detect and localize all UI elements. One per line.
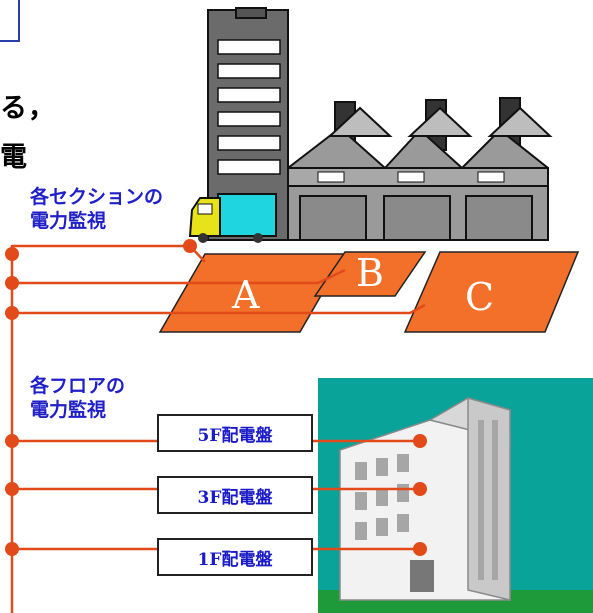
- zone-c: [403, 251, 580, 333]
- caption-line: 各フロアの: [30, 375, 126, 397]
- caption-line: 電力監視: [30, 399, 107, 421]
- caption-line: 電力監視: [30, 210, 107, 232]
- frame-corner: [0, 0, 20, 42]
- truck: [188, 193, 277, 243]
- connection-nodes: [5, 239, 427, 556]
- caption-line: 各セクションの: [30, 186, 164, 208]
- distribution-panel-3f: 3F配電盤: [157, 476, 313, 514]
- zone-b: [313, 251, 427, 297]
- distribution-panel-5f: 5F配電盤: [157, 414, 313, 452]
- caption-section-monitoring: 各セクションの 電力監視: [30, 185, 164, 233]
- zone-label-c: C: [465, 275, 495, 319]
- caption-floor-monitoring: 各フロアの 電力監視: [30, 374, 126, 422]
- cutoff-text-line-1: る，: [0, 93, 56, 124]
- zone-label-a: A: [232, 273, 260, 317]
- office-building-scene: [318, 378, 593, 613]
- distribution-panel-1f: 1F配電盤: [157, 538, 313, 576]
- zone-label-b: B: [356, 251, 384, 295]
- factory: [287, 97, 553, 241]
- cutoff-text-line-2: 電: [0, 142, 28, 173]
